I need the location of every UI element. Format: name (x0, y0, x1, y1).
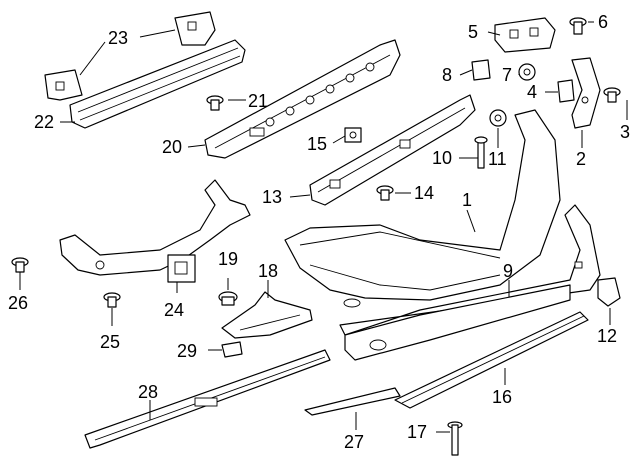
part-reinforcement-beam (44, 11, 246, 129)
callout-8: 8 (442, 65, 452, 85)
part-bolt-25 (103, 292, 121, 308)
part-clip-8 (471, 59, 491, 81)
part-bolt-14 (376, 185, 394, 201)
callout-6: 6 (598, 12, 608, 32)
part-bracket-5 (494, 17, 556, 53)
callout-13: 13 (262, 187, 282, 207)
callout-28: 27 (344, 432, 364, 452)
callout-16: 16 (492, 387, 512, 407)
callout-21: 20 (162, 137, 182, 157)
callout-22: 22 (34, 112, 54, 132)
part-lower-valance (339, 204, 601, 361)
callout-26: 26 (8, 293, 28, 313)
callout-14: 14 (414, 183, 434, 203)
callout-29: 28 (138, 382, 158, 402)
leader-lines (19, 21, 628, 433)
part-bracket-18 (221, 291, 313, 339)
callout-23: 21 (248, 91, 268, 111)
part-bumper-cover (284, 109, 561, 308)
part-clip-4 (557, 79, 575, 103)
callout-25: 25 (100, 332, 120, 352)
callouts: 23 22 21 20 15 13 14 5 6 8 7 4 3 2 10 11… (8, 12, 630, 452)
callout-24: 24 (164, 300, 184, 320)
callout-5: 5 (468, 22, 478, 42)
part-bolt-17 (447, 421, 463, 456)
part-trim-strip-28 (304, 387, 401, 416)
part-bolt-26 (11, 257, 29, 273)
part-step-pad-29 (84, 349, 331, 449)
part-grommet-7 (518, 63, 536, 81)
callout-27: 23 (108, 28, 128, 48)
callout-4: 4 (527, 82, 537, 102)
part-stud-10 (474, 136, 488, 169)
callout-19: 19 (218, 249, 238, 269)
part-hitch-24 (59, 179, 251, 283)
part-push-pin-11 (489, 109, 507, 127)
callout-3: 3 (620, 122, 630, 142)
part-screw-6 (569, 17, 587, 35)
callout-7: 7 (502, 65, 512, 85)
part-clip-20 (221, 341, 243, 358)
part-cover-cap-12 (597, 277, 621, 307)
part-lower-trim-16 (394, 311, 589, 409)
part-side-bracket-2 (571, 57, 601, 129)
callout-20: 29 (177, 341, 197, 361)
callout-1: 1 (462, 190, 472, 210)
part-clip-15 (344, 127, 362, 143)
callout-2: 2 (576, 149, 586, 169)
callout-11: 11 (488, 149, 507, 169)
callout-9: 9 (503, 261, 513, 281)
part-nut-19 (218, 291, 238, 306)
part-side-bracket-13 (309, 94, 476, 206)
callout-18: 18 (258, 261, 278, 281)
part-energy-absorber (204, 39, 401, 159)
callout-17: 17 (407, 422, 427, 442)
part-bolt-3 (603, 87, 621, 103)
callout-15: 15 (307, 134, 327, 154)
callout-10: 10 (432, 148, 452, 168)
callout-12: 12 (597, 326, 617, 346)
part-push-pin-23 (206, 95, 224, 111)
